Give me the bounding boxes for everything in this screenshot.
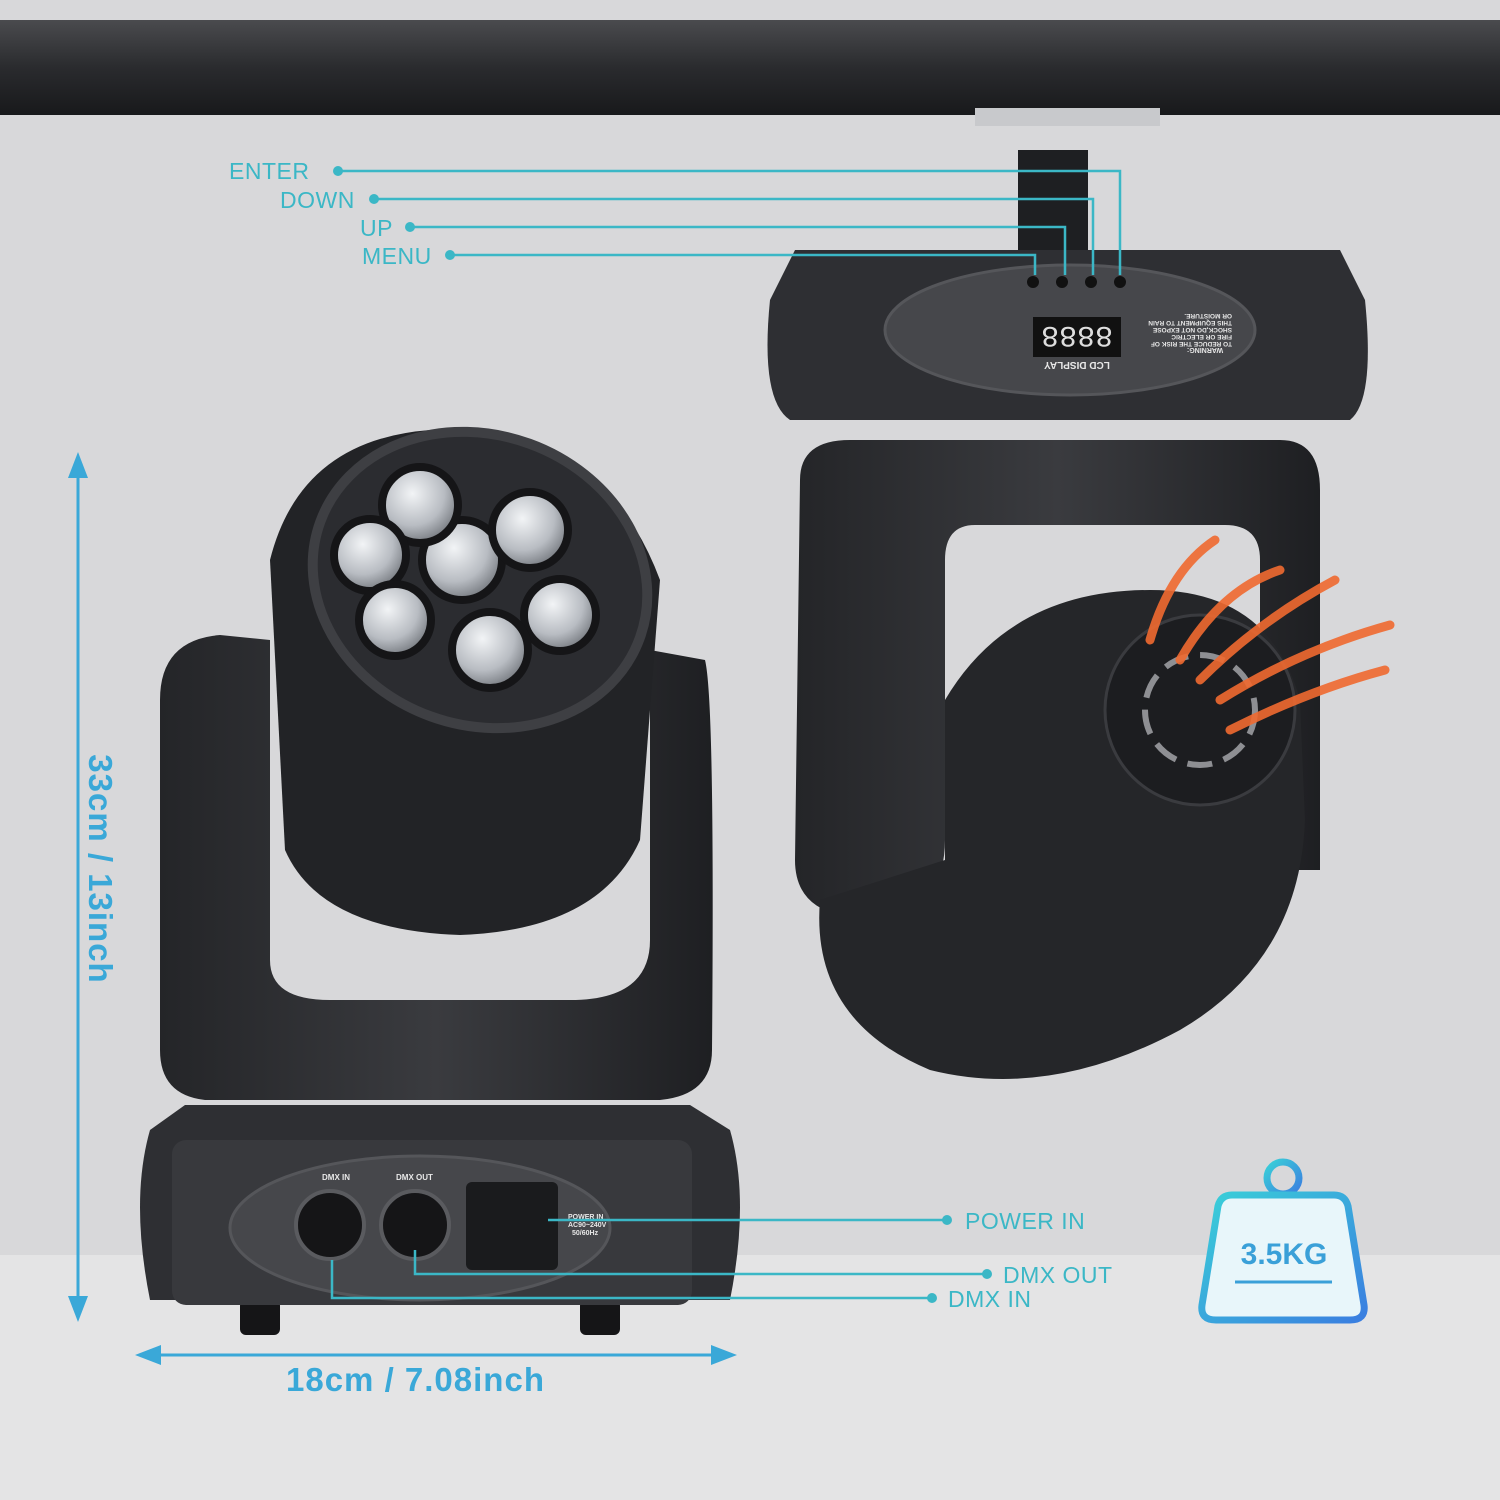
weight-label: 3.5KG [1241,1238,1328,1271]
warning-title: WARNING: [1187,346,1223,353]
dmx-in-port [294,1189,366,1261]
menu-button[interactable] [1114,276,1126,288]
fixture-standing: DMX IN DMX OUT POWER IN AC90~240V 50/60H… [140,426,740,1335]
warning-text: TO REDUCE THE RISK OF FIRE OR ELECTRIC S… [1148,312,1232,347]
up-label: UP [360,215,393,241]
dmx-out-callout: DMX OUT [1003,1262,1113,1288]
power-in-port-label: POWER IN [568,1214,603,1221]
dmx-in-port-label: DMX IN [322,1173,350,1182]
dmx-in-callout: DMX IN [948,1286,1032,1312]
lens-array [330,463,600,692]
power-spec-voltage: AC90~240V [568,1222,607,1229]
lcd-label: LCD DISPLAY [1044,359,1110,370]
width-dimension-arrow [135,1345,737,1365]
menu-label: MENU [362,243,432,269]
down-label: DOWN [280,187,355,213]
enter-button[interactable] [1027,276,1039,288]
height-dimension-arrow [68,452,88,1322]
truss-bar [0,20,1500,115]
height-dimension-label: 33cm / 13inch [82,754,119,984]
fan-vent [1103,613,1297,807]
lcd-display [1033,317,1121,357]
dmx-out-port [379,1189,451,1261]
up-button[interactable] [1085,276,1097,288]
callout-dots [333,166,992,1303]
width-dimension-label: 18cm / 7.08inch [286,1361,545,1398]
airflow-arrows-icon [1145,535,1395,735]
weight-icon: 3.5KG [1198,1158,1368,1324]
power-in-callout: POWER IN [965,1208,1086,1234]
enter-label: ENTER [229,158,310,184]
power-spec-frequency: 50/60Hz [572,1230,599,1237]
down-button[interactable] [1056,276,1068,288]
power-in-socket [466,1182,558,1270]
lcd-readout: 8888 [1041,317,1113,351]
control-callouts [330,169,1122,1300]
fixture-hanging: 8888 LCD DISPLAY WARNING: [767,108,1395,1079]
dmx-out-port-label: DMX OUT [396,1173,433,1182]
